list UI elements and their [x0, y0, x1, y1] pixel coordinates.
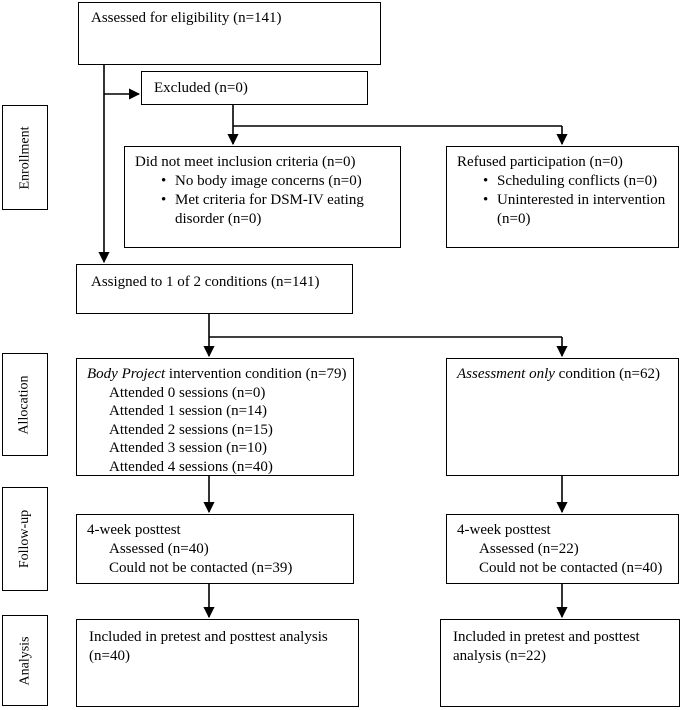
assessment-only-title-rest: condition (n=62)	[554, 366, 661, 382]
body-project-title-italic: Body Project	[87, 366, 166, 382]
excluded-box: Excluded (n=0)	[141, 71, 368, 105]
phase-label-enrollment: Enrollment	[2, 105, 48, 210]
body-project-title-rest: intervention condition (n=79)	[165, 366, 347, 382]
refused-participation-box: Refused participation (n=0) Scheduling c…	[446, 146, 679, 248]
sessions-2: Attended 2 sessions (n=15)	[109, 421, 273, 438]
phase-label-follow-up: Follow-up	[2, 487, 48, 591]
sessions-0: Attended 0 sessions (n=0)	[109, 384, 266, 401]
assessment-only-title-italic: Assessment only	[457, 366, 555, 382]
body-project-box: Body Project intervention condition (n=7…	[76, 358, 354, 476]
sessions-1: Attended 1 session (n=14)	[109, 403, 268, 419]
phase-label-analysis: Analysis	[2, 615, 48, 706]
not-met-criteria-box: Did not meet inclusion criteria (n=0) No…	[124, 146, 401, 248]
followup-left-box: 4-week posttest Assessed (n=40) Could no…	[76, 514, 354, 584]
assigned-box: Assigned to 1 of 2 conditions (n=141)	[76, 264, 353, 314]
assessment-only-box: Assessment only condition (n=62)	[446, 358, 679, 476]
followup-right-box: 4-week posttest Assessed (n=22) Could no…	[446, 514, 679, 584]
analysis-right-box: Included in pretest and posttest analysi…	[440, 619, 680, 707]
sessions-4: Attended 4 sessions (n=40)	[109, 458, 273, 475]
phase-label-allocation: Allocation	[2, 353, 48, 456]
analysis-left-box: Included in pretest and posttest analysi…	[76, 619, 359, 707]
sessions-3: Attended 3 session (n=10)	[109, 440, 268, 456]
assessed-box: Assessed for eligibility (n=141)	[78, 2, 381, 65]
